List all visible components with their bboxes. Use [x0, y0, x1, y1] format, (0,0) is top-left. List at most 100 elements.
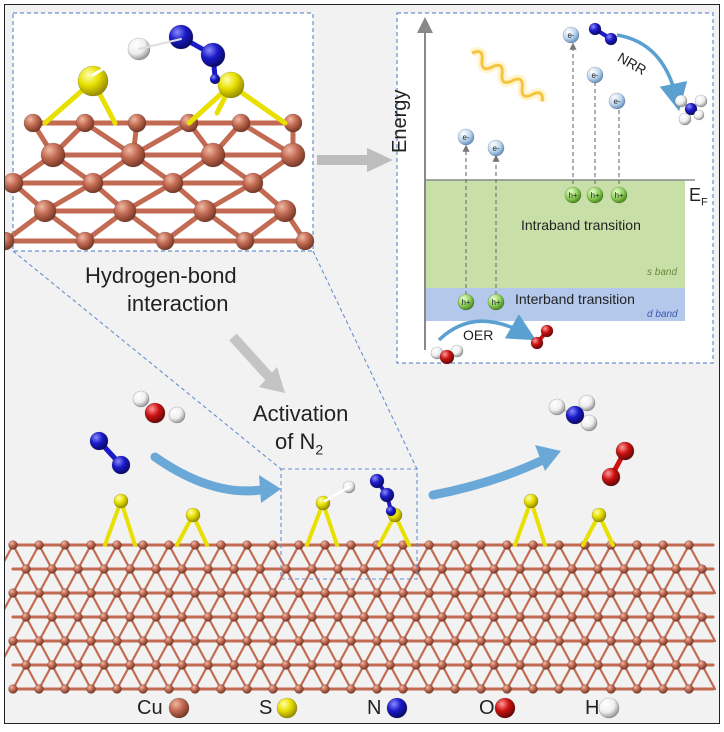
cu-atom: [255, 564, 265, 574]
reaction-arrow-right: [428, 454, 550, 500]
h-atom: [674, 94, 688, 108]
cu-atom: [138, 540, 148, 550]
cu-atom: [476, 684, 486, 694]
cu-atom: [125, 612, 135, 622]
cu-atom: [203, 660, 213, 670]
cu-atom: [34, 540, 44, 550]
cu-atom: [60, 684, 70, 694]
n-atom: [604, 32, 618, 46]
hbond-label-line1: Hydrogen-bond: [85, 263, 237, 288]
cu-atom: [164, 588, 174, 598]
cu-atom: [47, 612, 57, 622]
oer-label: OER: [463, 327, 494, 343]
s-atom: [77, 65, 109, 97]
cu-atom: [580, 636, 590, 646]
s-atom: [113, 493, 129, 509]
cu-atom: [73, 564, 83, 574]
cu-atom: [424, 540, 434, 550]
cu-atom: [398, 684, 408, 694]
h-atom: [580, 414, 598, 432]
cu-atom: [502, 636, 512, 646]
cu-atom: [268, 540, 278, 550]
activation-label-line2: of N2: [275, 429, 324, 458]
cu-atom: [320, 636, 330, 646]
h-atom: [450, 344, 464, 358]
cu-atom: [203, 564, 213, 574]
h-atom: [132, 390, 150, 408]
cu-atom: [193, 199, 217, 223]
cu-atom: [190, 636, 200, 646]
cu-atom: [268, 588, 278, 598]
s-atom: [523, 493, 539, 509]
cu-atom: [21, 612, 31, 622]
cu-atom: [476, 636, 486, 646]
electron: [586, 66, 604, 84]
legend-s-atom: [276, 697, 298, 719]
cu-atom: [541, 564, 551, 574]
diagram-art: h+h+e-e-h+h+h+e-e-e-: [5, 12, 717, 719]
cu-atom: [294, 636, 304, 646]
legend-s-label: S: [259, 697, 273, 719]
cu-atom: [273, 199, 297, 223]
cu-atom: [359, 660, 369, 670]
cu-atom: [580, 588, 590, 598]
cu-atom: [463, 660, 473, 670]
cu-atom: [671, 660, 681, 670]
cu-atom: [47, 564, 57, 574]
electron: [457, 128, 475, 146]
cu-atom: [151, 612, 161, 622]
cu-atom: [127, 113, 147, 133]
cu-atom: [346, 588, 356, 598]
cu-atom: [424, 636, 434, 646]
cu-atom: [112, 588, 122, 598]
cu-atom: [216, 684, 226, 694]
cu-atom: [372, 684, 382, 694]
cu-atom: [684, 588, 694, 598]
cu-atom: [21, 564, 31, 574]
cu-atom: [242, 636, 252, 646]
zoom-inset-structure: [5, 12, 315, 252]
cu-atom: [151, 564, 161, 574]
cu-atom: [86, 540, 96, 550]
cu-atom: [697, 612, 707, 622]
cu-slab: [5, 493, 717, 694]
cu-atom: [658, 636, 668, 646]
cu-atom: [671, 564, 681, 574]
cu-atom: [606, 588, 616, 598]
cu-atom: [99, 660, 109, 670]
cu-atom: [73, 612, 83, 622]
cu-atom: [200, 142, 226, 168]
cu-atom: [320, 540, 330, 550]
cu-atom: [684, 540, 694, 550]
cu-atom: [138, 588, 148, 598]
cu-atom: [554, 636, 564, 646]
reaction-arrow-left: [150, 452, 272, 496]
cu-atom: [658, 540, 668, 550]
electron: [608, 92, 626, 110]
cu-atom: [463, 564, 473, 574]
grey-arrow-to-band: [317, 148, 393, 172]
cu-atom: [645, 564, 655, 574]
hole: [610, 186, 628, 204]
cu-atom: [164, 684, 174, 694]
cu-atom: [60, 636, 70, 646]
o-atom: [601, 467, 621, 487]
cu-atom: [450, 588, 460, 598]
cu-atom: [411, 660, 421, 670]
cu-atom: [593, 612, 603, 622]
cu-atom: [5, 231, 15, 251]
cu-atom: [75, 113, 95, 133]
cu-atom: [489, 564, 499, 574]
cu-atom: [8, 684, 18, 694]
cu-atom: [697, 660, 707, 670]
cu-atom: [424, 684, 434, 694]
cu-atom: [177, 660, 187, 670]
o-atom: [540, 324, 554, 338]
cu-atom: [346, 540, 356, 550]
cu-atom: [385, 660, 395, 670]
legend-n-label: N: [367, 697, 382, 719]
cu-atom: [333, 660, 343, 670]
cu-atom: [437, 660, 447, 670]
cu-atom: [73, 660, 83, 670]
cu-atom: [346, 636, 356, 646]
